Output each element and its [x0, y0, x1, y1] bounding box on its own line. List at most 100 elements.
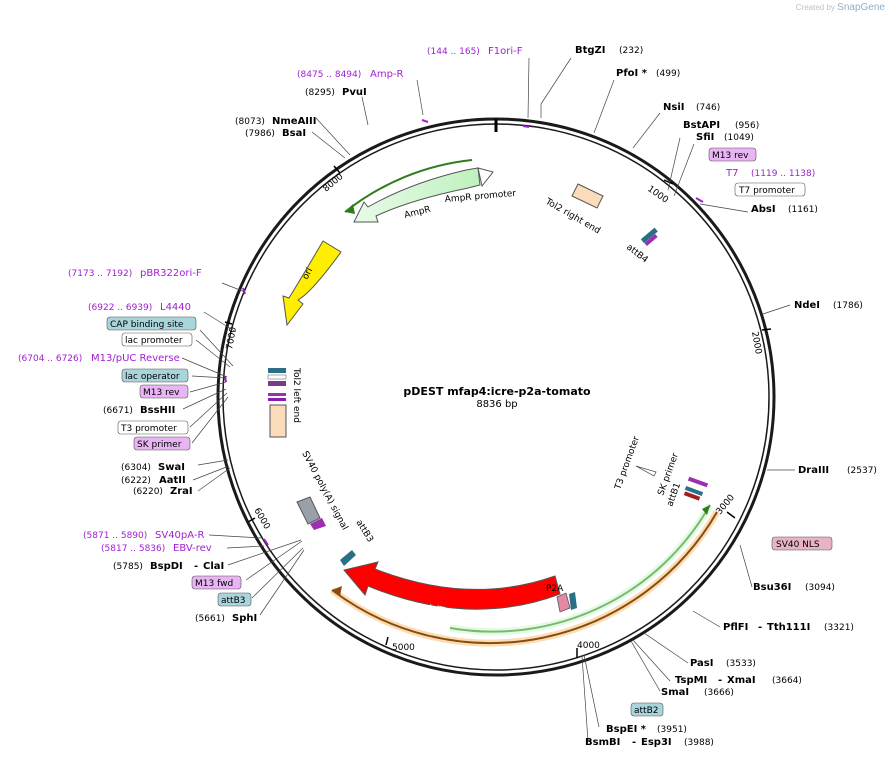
- zrai-pos: (6220): [133, 487, 163, 497]
- smai-label: SmaI: [661, 687, 689, 698]
- f1ori-pos: (144 .. 165): [427, 47, 480, 57]
- tick-8000: 8000: [322, 172, 346, 195]
- l4440-pos: (6922 .. 6939): [88, 303, 152, 313]
- primer-marks: [224, 119, 704, 546]
- attb2-box: attB2: [630, 702, 664, 717]
- ampr-feature: AmpR AmpR promoter: [344, 159, 517, 223]
- cap-binding-box: CAP binding site: [106, 316, 197, 331]
- svg-text:T3 promoter: T3 promoter: [120, 424, 177, 434]
- ori-label: ori: [301, 266, 315, 281]
- zrai-label: ZraI: [170, 486, 193, 497]
- attb3-box: attB3: [217, 592, 252, 607]
- bstapi-pos: (956): [735, 121, 759, 131]
- m13fwd-box: M13 fwd: [191, 575, 242, 590]
- t7-label: T7: [725, 168, 738, 179]
- pvui-label: PvuI: [342, 87, 367, 98]
- bsu36i-label: Bsu36I: [753, 582, 791, 593]
- tick-2000: 2000: [749, 331, 763, 356]
- swai-pos: (6304): [121, 463, 151, 473]
- sv40-polya-feature: SV40 poly(A) signal: [296, 450, 349, 532]
- attb4-feature: attB4: [624, 227, 658, 266]
- l4440-label: L4440: [160, 302, 191, 313]
- ndei-label: NdeI: [794, 300, 820, 311]
- ndei-pos: (1786): [833, 301, 863, 311]
- attb4-label: attB4: [624, 242, 650, 265]
- svg-text:T7 promoter: T7 promoter: [738, 186, 795, 196]
- bspdi-pos: (5785): [113, 562, 143, 572]
- t3-promoter-box: T3 promoter: [117, 420, 189, 435]
- absi-pos: (1161): [788, 205, 818, 215]
- pfoi-label: PfoI *: [616, 68, 648, 79]
- pflfi-pos: (3321): [824, 623, 854, 633]
- tspmi-pos: (3664): [772, 676, 802, 686]
- ebvrev-pos: (5817 .. 5836): [101, 544, 165, 554]
- bspdi-label: BspDI: [150, 561, 183, 572]
- sv40pa-label: SV40pA-R: [155, 530, 204, 541]
- tth111i-label: Tth111I: [767, 622, 810, 633]
- sfii-label: SfiI: [696, 132, 714, 143]
- sv40nls-box: SV40 NLS: [771, 536, 833, 551]
- enzyme-labels-right: [416, 57, 795, 742]
- bsu36i-pos: (3094): [805, 583, 835, 593]
- nsii-label: NsiI: [663, 102, 684, 113]
- lac-operator-box: lac operator: [121, 368, 189, 383]
- ebvrev-label: EBV-rev: [173, 543, 212, 554]
- svg-text:SK primer: SK primer: [137, 440, 182, 450]
- draiii-pos: (2537): [847, 466, 877, 476]
- nmeaiii-label: NmeAIII: [272, 116, 316, 127]
- plasmid-length: 8836 bp: [476, 399, 517, 410]
- svg-text:M13 rev: M13 rev: [143, 388, 180, 398]
- sfii-pos: (1049): [724, 133, 754, 143]
- svg-text:SV40 NLS: SV40 NLS: [776, 540, 820, 550]
- pflfi-label: PflFI: [723, 622, 748, 633]
- svg-text:M13 rev: M13 rev: [712, 151, 749, 161]
- tick-marks: 1000 2000 3000 4000 5000 6000 7000 8000: [224, 165, 772, 658]
- t3-promoter-inner-label: T3 promoter: [613, 435, 642, 492]
- m13puc-pos: (6704 .. 6726): [18, 354, 82, 364]
- t7-promoter-box: T7 promoter: [734, 182, 806, 197]
- f1ori-label: F1ori-F: [488, 46, 523, 57]
- sk-primer-box: SK primer: [133, 436, 191, 451]
- bspei-label: BspEI *: [606, 724, 647, 735]
- bsai-pos: (7986): [245, 129, 275, 139]
- esp3i-label: Esp3I: [641, 737, 672, 748]
- clai-label: ClaI: [203, 561, 224, 572]
- svg-text:attB2: attB2: [634, 706, 658, 716]
- svg-text:CAP binding site: CAP binding site: [110, 320, 184, 330]
- snapgene-credit: Created by SnapGene: [796, 2, 885, 13]
- nsii-pos: (746): [696, 103, 720, 113]
- p2a-feature: P2A: [546, 584, 577, 613]
- ampr-primer-pos: (8475 .. 8494): [297, 70, 361, 80]
- tol2-left-label: Tol2 left end: [291, 367, 301, 423]
- absi-label: AbsI: [751, 204, 776, 215]
- lac-promoter-box: lac promoter: [121, 332, 193, 347]
- p2a-label: P2A: [546, 584, 564, 594]
- btgzi-label: BtgZI: [575, 45, 606, 56]
- tick-1000: 1000: [645, 184, 670, 205]
- tspmi-sep: -: [718, 675, 722, 686]
- bspdi-sep: -: [194, 561, 198, 572]
- tick-5000: 5000: [392, 643, 415, 653]
- bspei-pos: (3951): [657, 725, 687, 735]
- ampr-label: AmpR: [403, 205, 432, 221]
- bsmbi-pos: (3988): [684, 738, 714, 748]
- tick-4000: 4000: [577, 641, 600, 651]
- sphi-label: SphI: [232, 613, 257, 624]
- svg-text:M13 fwd: M13 fwd: [195, 579, 233, 589]
- bstapi-label: BstAPI: [683, 120, 720, 131]
- tol2-right-feature: Tol2 right end: [543, 183, 604, 236]
- credit-brand: SnapGene: [837, 2, 885, 13]
- bsmbi-label: BsmBI: [585, 737, 620, 748]
- m13rev-top-box: M13 rev: [708, 147, 757, 162]
- pfoi-pos: (499): [656, 69, 680, 79]
- smai-pos: (3666): [704, 688, 734, 698]
- pbr322ori-label: pBR322ori-F: [140, 268, 202, 279]
- bsshii-pos: (6671): [103, 406, 133, 416]
- credit-created-by: Created by: [795, 3, 835, 12]
- svg-text:attB3: attB3: [221, 596, 245, 606]
- aatii-pos: (6222): [121, 476, 151, 486]
- enzyme-leaders-left: [181, 96, 369, 616]
- swai-label: SwaI: [158, 462, 185, 473]
- ampr-primer-label: Amp-R: [370, 69, 404, 80]
